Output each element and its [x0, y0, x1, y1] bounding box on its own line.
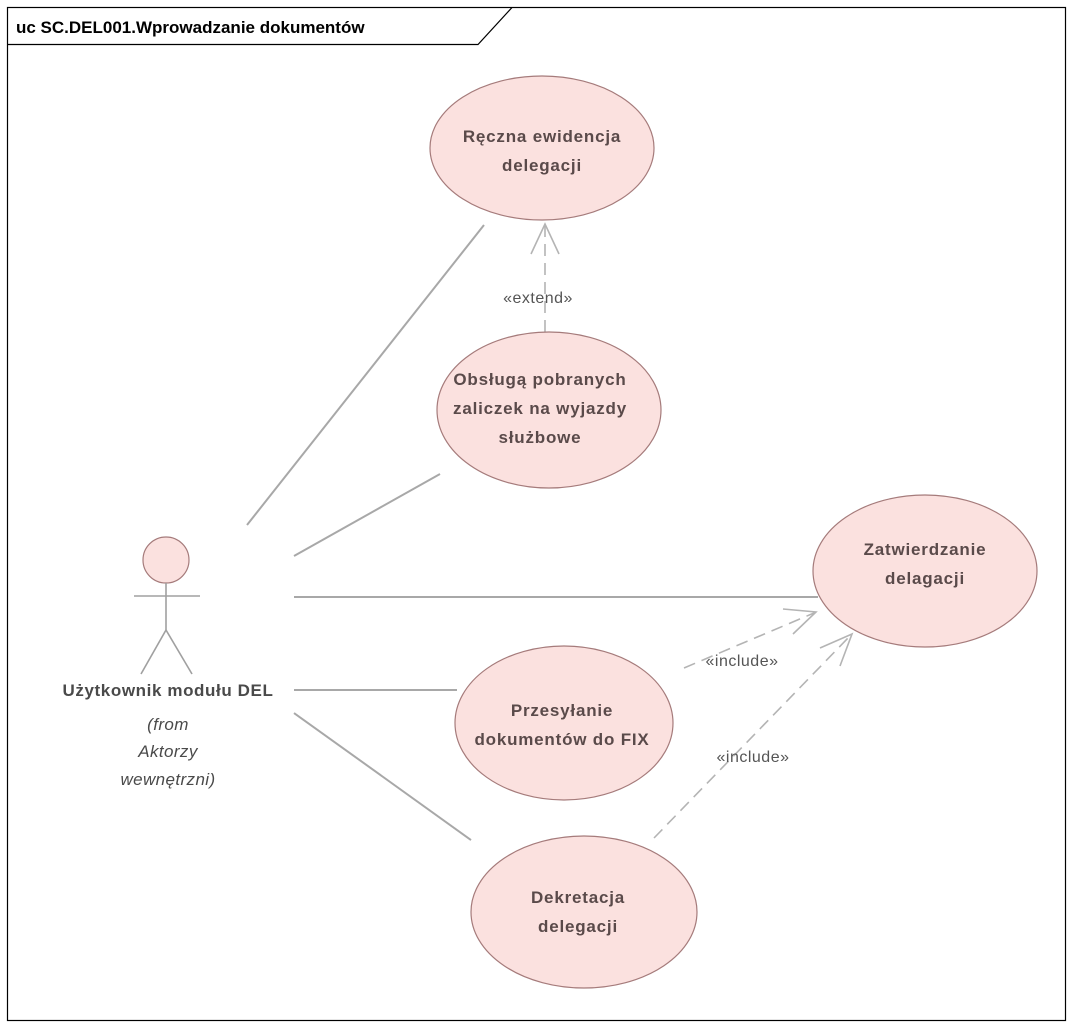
use-case-obsluga-line-2: zaliczek na wyjazdy [453, 399, 627, 418]
use-case-zatwierdzanie-ellipse[interactable] [812, 494, 1038, 648]
include-arrowhead-przesylanie [782, 608, 818, 635]
extend-stereotype: «extend» [503, 290, 573, 307]
actor-left-leg [140, 629, 167, 675]
extend-arrowhead [530, 222, 560, 255]
frame-title-tab [7, 7, 513, 46]
association-reczna[interactable] [246, 224, 485, 526]
association-obsluga[interactable] [293, 473, 441, 557]
use-case-przesylanie-line-1: Przesyłanie [511, 701, 613, 720]
use-case-dekretacja-line-1: Dekretacja [531, 888, 625, 907]
use-case-zatwierdzanie[interactable]: Zatwierdzanie delagacji [812, 494, 1038, 648]
include-stereotype-dekretacja: «include» [717, 749, 790, 766]
use-case-obsluga-line-1: Obsługą pobranych [453, 370, 626, 389]
use-case-reczna-line-1: Ręczna ewidencja [463, 127, 621, 146]
use-case-przesylanie[interactable]: Przesyłanie dokumentów do FIX [454, 645, 674, 801]
actor-from-line-2: Aktorzy [137, 742, 199, 761]
use-case-przesylanie-ellipse[interactable] [454, 645, 674, 801]
association-dekretacja[interactable] [293, 712, 472, 841]
use-case-zatwierdzanie-line-1: Zatwierdzanie [864, 540, 987, 559]
use-case-dekretacja-line-2: delegacji [538, 917, 618, 936]
use-case-dekretacja-ellipse[interactable] [470, 835, 698, 989]
use-case-reczna-ellipse[interactable] [429, 75, 655, 221]
use-case-obsluga-ellipse[interactable] [436, 331, 662, 489]
use-case-obsluga-line-3: służbowe [499, 428, 582, 447]
associations [246, 224, 818, 841]
actor-from-line-3: wewnętrzni) [120, 770, 215, 789]
dependencies: «extend» «include» «include» [503, 222, 854, 839]
use-case-dekretacja[interactable]: Dekretacja delegacji [470, 835, 698, 989]
actor-name: Użytkownik modułu DEL [63, 681, 274, 700]
actor-from-line-1: (from [147, 715, 189, 734]
use-case-reczna-line-2: delegacji [502, 156, 582, 175]
use-case-przesylanie-line-2: dokumentów do FIX [474, 730, 649, 749]
actor-uzytkownik[interactable]: Użytkownik modułu DEL (from Aktorzy wewn… [63, 536, 274, 789]
frame-title: uc SC.DEL001.Wprowadzanie dokumentów [16, 18, 365, 37]
use-case-obsluga[interactable]: Obsługą pobranych zaliczek na wyjazdy sł… [436, 331, 662, 489]
include-dependency-przesylanie[interactable] [683, 612, 815, 669]
use-case-reczna[interactable]: Ręczna ewidencja delegacji [429, 75, 655, 221]
include-arrowhead-dekretacja [819, 632, 854, 667]
include-dependency-dekretacja[interactable] [653, 635, 851, 839]
actor-head [142, 536, 190, 584]
include-stereotype-przesylanie: «include» [706, 653, 779, 670]
use-case-zatwierdzanie-line-2: delagacji [885, 569, 965, 588]
actor-right-leg [165, 629, 193, 675]
